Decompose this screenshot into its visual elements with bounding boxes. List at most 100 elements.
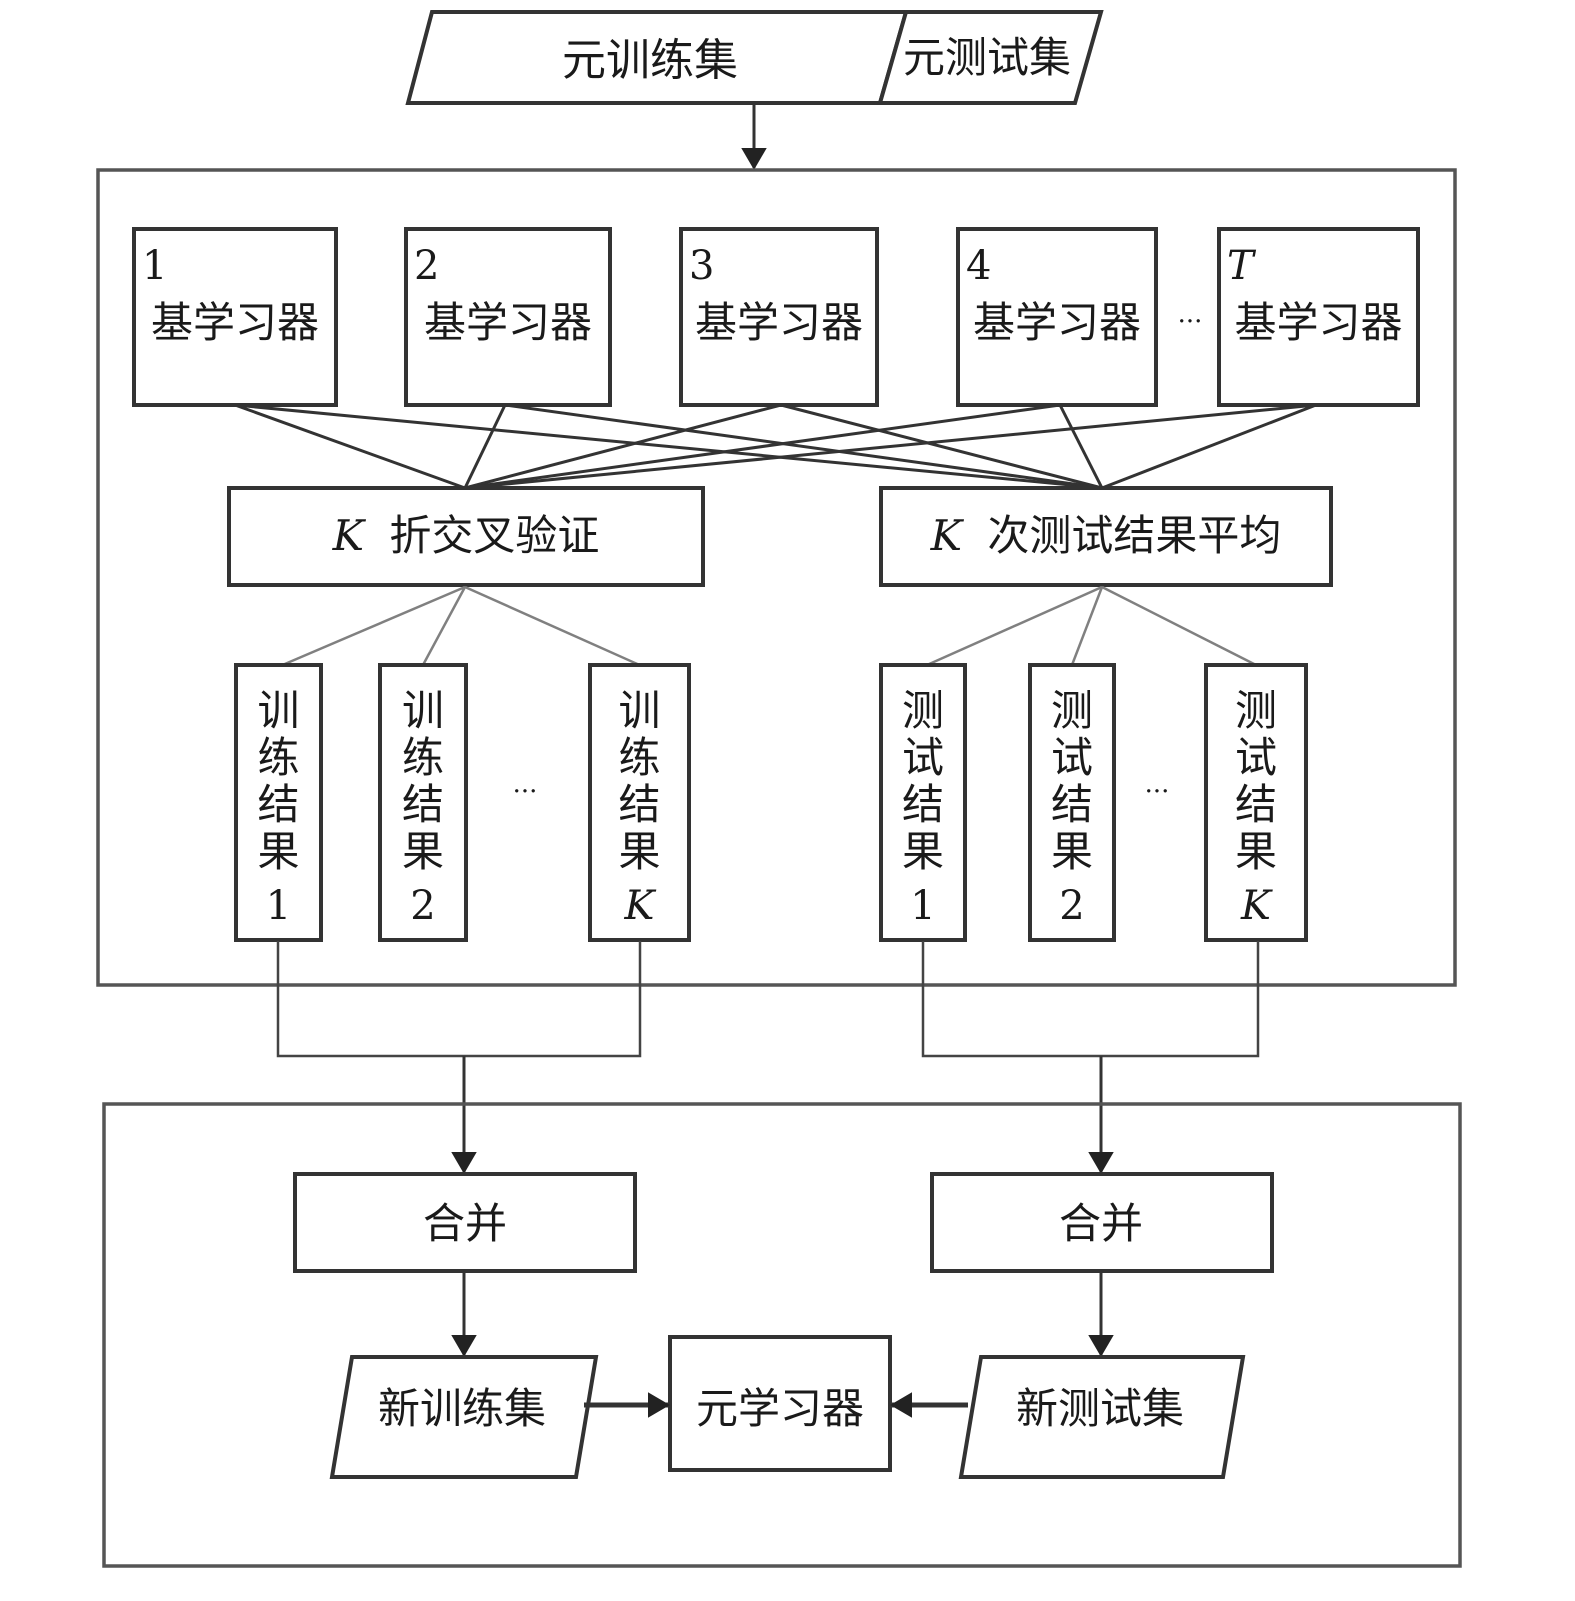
- merge-right-label: 合并: [1059, 1199, 1143, 1248]
- new-train-set: 新训练集: [329, 1355, 599, 1479]
- meta-learner-box: 元学习器: [668, 1335, 892, 1472]
- kavg-k-symbol: K: [930, 511, 965, 560]
- train-result-char: 训: [402, 686, 444, 735]
- base-learner-label: 基学习器: [973, 298, 1141, 347]
- test-fan-line-2: [1070, 586, 1104, 666]
- train-result-char: 训: [618, 686, 660, 735]
- k-test-average-box: K 次测试结果平均: [879, 486, 1333, 587]
- meta-learning-stage-frame: [102, 1102, 1462, 1568]
- test-result-char: 果: [1051, 827, 1093, 876]
- meta-train-set-label: 元训练集: [562, 35, 738, 86]
- base-learner-5: T 基学习器: [1217, 227, 1420, 407]
- test-result-2: 测试结果 2: [1028, 663, 1116, 942]
- edge-learner-1-to-kavg: [234, 403, 1103, 490]
- edge-learner-1-to-kfold: [234, 403, 466, 490]
- test-result-index: 2: [1059, 883, 1084, 929]
- train-result-box: [234, 663, 323, 942]
- test-result-char: 测: [902, 686, 944, 735]
- edge-learner-5-to-kfold: [464, 403, 1317, 490]
- base-learner-label: 基学习器: [695, 298, 863, 347]
- test-result-char: 测: [1051, 686, 1093, 735]
- base-learners-ellipsis: ···: [1178, 307, 1203, 337]
- train-result-char: 练: [618, 733, 660, 782]
- train-results-collector: [276, 941, 642, 1058]
- edge-learner-2-to-kavg: [504, 403, 1103, 490]
- train-result-char: 结: [402, 780, 444, 829]
- edge-learner-4-to-kfold: [464, 403, 1061, 490]
- test-result-char: 结: [1235, 780, 1277, 829]
- base-learner-box: [1217, 227, 1420, 407]
- test-fan-line-1: [926, 585, 1103, 667]
- train-fan-line-1: [282, 585, 466, 667]
- kavg-label: 次测试结果平均: [987, 511, 1281, 560]
- test-result-box: [1204, 663, 1308, 942]
- test-result-char: 结: [1051, 780, 1093, 829]
- test-result-char: 试: [1051, 733, 1093, 782]
- merge-left-box: 合并: [293, 1172, 637, 1273]
- test-result-char: 结: [902, 780, 944, 829]
- train-result-index: K: [624, 883, 657, 929]
- base-learner-label: 基学习器: [424, 298, 592, 347]
- edge-learner-4-to-kavg: [1058, 404, 1104, 489]
- train-results-ellipsis: ···: [513, 777, 538, 807]
- edge-learner-3-to-kfold: [464, 403, 782, 490]
- test-result-char: 试: [902, 733, 944, 782]
- train-result-index: 2: [410, 883, 435, 929]
- test-result-box: [1028, 663, 1116, 942]
- kfold-label: 折交叉验证: [389, 511, 599, 560]
- train-result-char: 结: [618, 780, 660, 829]
- test-result-index: K: [1240, 883, 1273, 929]
- test-result-index: 1: [910, 883, 935, 929]
- train-result-char: 果: [402, 827, 444, 876]
- base-learners-group: 1 基学习器 2 基学习器 3 基学习器 4 基学习器 T 基学习器: [132, 227, 1420, 407]
- base-learner-2: 2 基学习器: [404, 227, 612, 407]
- merge-right-box: 合并: [930, 1172, 1274, 1273]
- train-result-char: 果: [257, 827, 299, 876]
- base-learner-box: [132, 227, 338, 407]
- result-fan-lines: [282, 585, 1257, 667]
- base-learner-4: 4 基学习器: [956, 227, 1158, 407]
- test-results-ellipsis: ···: [1145, 777, 1170, 807]
- base-learner-index: 1: [142, 243, 167, 289]
- base-learner-index: 4: [966, 243, 991, 289]
- train-fan-line-2: [421, 586, 467, 666]
- edge-learner-5-to-kavg: [1101, 403, 1317, 490]
- train-result-char: 果: [618, 827, 660, 876]
- base-learner-label: 基学习器: [1234, 298, 1402, 347]
- merge-left-label: 合并: [423, 1199, 507, 1248]
- edge-learner-2-to-kfold: [463, 404, 507, 489]
- base-learner-index: 3: [689, 243, 714, 289]
- base-learner-index: T: [1227, 243, 1257, 289]
- meta-test-set-shape: [877, 10, 1104, 105]
- svg-text:K 次测试结果平均: K 次测试结果平均: [930, 511, 1282, 560]
- new-test-set-label: 新测试集: [1016, 1384, 1184, 1433]
- kfold-cross-validation-box: K 折交叉验证: [227, 486, 705, 587]
- new-train-set-label: 新训练集: [378, 1384, 546, 1433]
- base-learner-1: 1 基学习器: [132, 227, 338, 407]
- meta-test-set-label: 元测试集: [903, 33, 1071, 82]
- kfold-k-symbol: K: [332, 511, 367, 560]
- base-learner-box: [956, 227, 1158, 407]
- learner-connections: [234, 403, 1317, 490]
- train-result-char: 训: [257, 686, 299, 735]
- test-result-char: 测: [1235, 686, 1277, 735]
- test-fan-line-3: [1101, 585, 1257, 667]
- test-result-box: [879, 663, 967, 942]
- test-result-char: 试: [1235, 733, 1277, 782]
- train-fan-line-3: [464, 585, 641, 667]
- base-learner-index: 2: [414, 243, 439, 289]
- base-learner-label: 基学习器: [151, 298, 319, 347]
- train-result-char: 结: [257, 780, 299, 829]
- train-result-index: 1: [266, 883, 291, 929]
- base-learner-box: [404, 227, 612, 407]
- svg-text:K 折交叉验证: K 折交叉验证: [332, 511, 600, 560]
- test-result-char: 果: [1235, 827, 1277, 876]
- train-result-char: 练: [402, 733, 444, 782]
